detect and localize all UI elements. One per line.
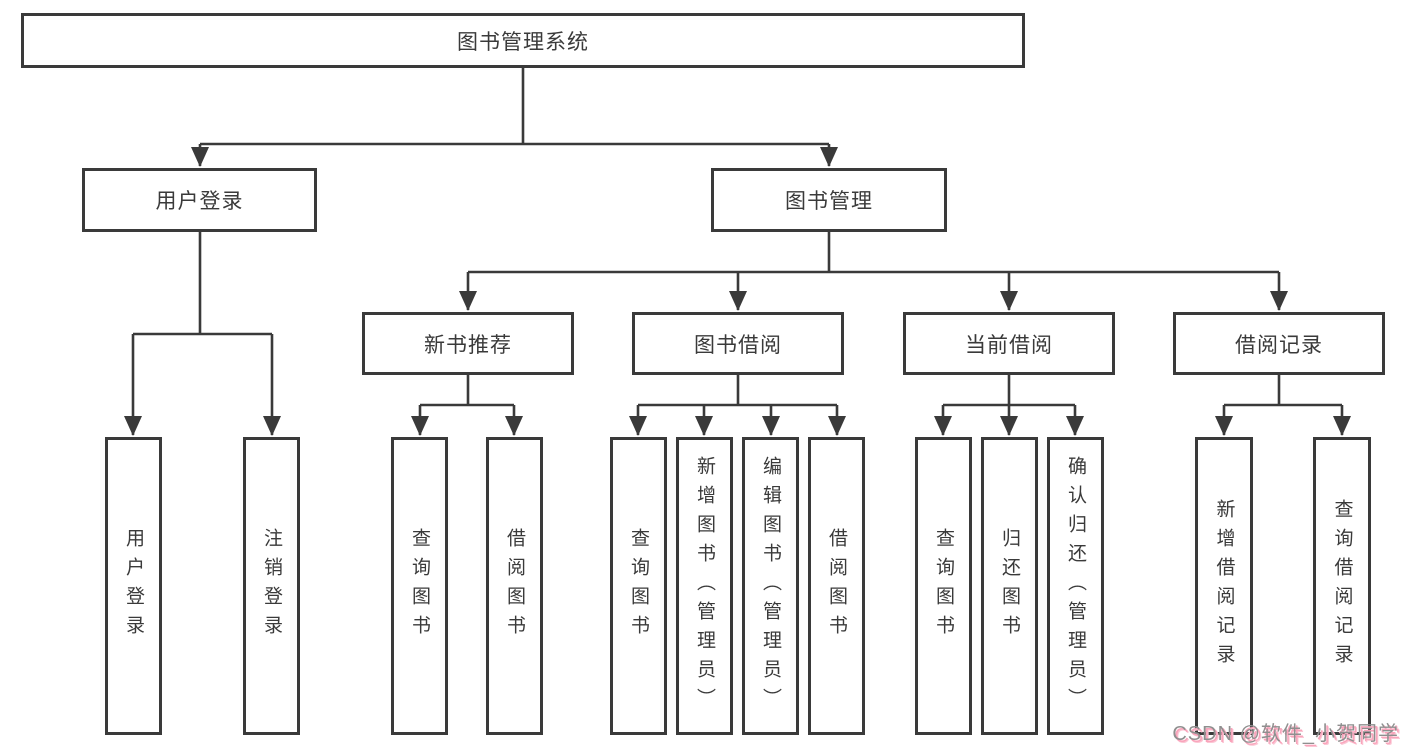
leaf-query-books-1: 查询图书 <box>391 437 448 735</box>
node-book-borrow: 图书借阅 <box>632 312 844 375</box>
node-borrow-records-label: 借阅记录 <box>1235 333 1323 357</box>
leaf-query-books-2: 查询图书 <box>610 437 667 735</box>
node-borrow-records: 借阅记录 <box>1173 312 1385 375</box>
leaf-query-books-3: 查询图书 <box>915 437 972 735</box>
leaf-label: 借阅图书 <box>826 528 847 644</box>
leaf-user-login: 用户登录 <box>105 437 162 735</box>
node-root-label: 图书管理系统 <box>457 30 589 54</box>
leaf-borrow-books-1: 借阅图书 <box>486 437 543 735</box>
node-root: 图书管理系统 <box>21 13 1025 68</box>
leaf-label: 用户登录 <box>123 528 144 644</box>
leaf-label: 注销登录 <box>261 528 282 644</box>
node-new-book-recommend: 新书推荐 <box>362 312 574 375</box>
leaf-label: 确认归还（管理员） <box>1065 455 1086 717</box>
leaf-label: 编辑图书（管理员） <box>760 455 781 717</box>
leaf-label: 新增图书（管理员） <box>694 455 715 717</box>
connector-book-borrow <box>638 375 837 407</box>
leaf-label: 查询图书 <box>628 528 649 644</box>
node-current-borrow: 当前借阅 <box>903 312 1115 375</box>
node-book-borrow-label: 图书借阅 <box>694 333 782 357</box>
leaf-add-books-admin: 新增图书（管理员） <box>676 437 733 735</box>
leaf-label: 查询图书 <box>933 528 954 644</box>
leaf-edit-books-admin: 编辑图书（管理员） <box>742 437 799 735</box>
leaf-label: 借阅图书 <box>504 528 525 644</box>
leaf-label: 查询借阅记录 <box>1331 499 1353 673</box>
leaf-borrow-books-2: 借阅图书 <box>808 437 865 735</box>
connector-new-books <box>420 375 514 407</box>
watermark: CSDN @软件_小贺同学 <box>1172 723 1399 745</box>
leaf-query-borrow-record: 查询借阅记录 <box>1313 437 1371 735</box>
connector-book-management <box>468 232 1279 274</box>
leaf-logout: 注销登录 <box>243 437 300 735</box>
connector-current-borrow <box>943 375 1075 407</box>
leaf-add-borrow-record: 新增借阅记录 <box>1195 437 1253 735</box>
node-current-borrow-label: 当前借阅 <box>965 333 1053 357</box>
leaf-return-books: 归还图书 <box>981 437 1038 735</box>
leaf-label: 归还图书 <box>999 528 1020 644</box>
connector-borrow-records <box>1224 375 1342 407</box>
node-user-login: 用户登录 <box>82 168 317 232</box>
connector-user-login <box>133 232 272 336</box>
leaf-label: 查询图书 <box>409 528 430 644</box>
node-user-login-label: 用户登录 <box>155 190 244 213</box>
node-book-management: 图书管理 <box>711 168 947 232</box>
node-new-book-recommend-label: 新书推荐 <box>424 333 512 357</box>
connector-root <box>200 68 829 146</box>
leaf-label: 新增借阅记录 <box>1213 499 1235 673</box>
leaf-confirm-return-admin: 确认归还（管理员） <box>1047 437 1104 735</box>
node-book-management-label: 图书管理 <box>785 190 873 213</box>
